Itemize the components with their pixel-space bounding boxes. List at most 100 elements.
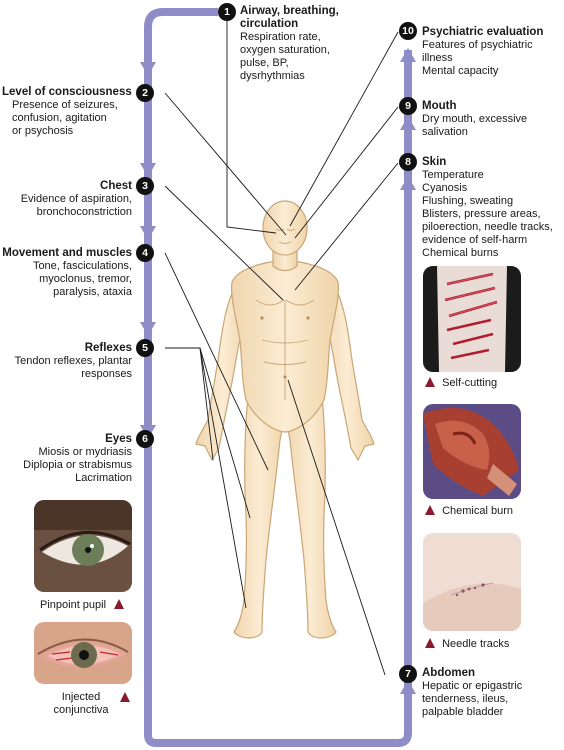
- photo-pinpoint-pupil: [34, 500, 132, 592]
- marker-triangle-icon: [114, 599, 125, 609]
- step-line: Miosis or mydriasis: [38, 446, 132, 458]
- step-title: Skin: [422, 156, 447, 168]
- leader-line-7: [287, 379, 386, 676]
- marker-triangle-icon: [425, 638, 435, 648]
- caption-self-cutting: Self-cutting: [425, 377, 497, 390]
- caption-text: Needle tracks: [442, 638, 510, 650]
- step-title: Mouth: [422, 100, 457, 112]
- step-title: Reflexes: [84, 342, 132, 354]
- step-title: Airway, breathing,: [240, 5, 339, 17]
- body-details: [255, 228, 315, 400]
- step-line: bronchoconstriction: [36, 206, 132, 218]
- step-line: paralysis, ataxia: [53, 286, 132, 298]
- leader-line-5c: [199, 347, 247, 609]
- step-reflexes: Reflexes Tendon reflexes, plantar respon…: [2, 342, 132, 381]
- step-title: Abdomen: [422, 667, 476, 679]
- marker-triangle-icon: [120, 692, 130, 702]
- step-line: illness: [422, 52, 453, 64]
- step-psychiatric: Psychiatric evaluation Features of psych…: [422, 26, 562, 78]
- step-line: myoclonus, tremor,: [39, 273, 132, 285]
- photo-injected-conjunctiva: [34, 622, 132, 684]
- step-title: Eyes: [105, 433, 132, 445]
- step-line: palpable bladder: [422, 706, 504, 718]
- photo-self-cutting: [423, 266, 521, 372]
- step-badge-5: 5: [136, 339, 154, 357]
- step-eyes: Eyes Miosis or mydriasis Diplopia or str…: [2, 433, 132, 485]
- caption-text: Pinpoint pupil: [40, 599, 107, 611]
- step-title: Psychiatric evaluation: [422, 26, 544, 38]
- step-line: Cyanosis: [422, 182, 468, 194]
- caption-text: Chemical burn: [442, 505, 513, 517]
- step-line: Respiration rate,: [240, 31, 321, 43]
- caption-text: Self-cutting: [442, 377, 498, 389]
- step-badge-2: 2: [136, 84, 154, 102]
- step-badge-6: 6: [136, 430, 154, 448]
- step-line: Mental capacity: [422, 65, 499, 77]
- step-title-cont: circulation: [240, 18, 299, 30]
- step-badge-3: 3: [136, 177, 154, 195]
- step-badge-4: 4: [136, 244, 154, 262]
- step-line: Diplopia or strabismus: [23, 459, 132, 471]
- photo-needle-tracks: [423, 533, 521, 631]
- step-line: pulse, BP,: [240, 57, 289, 69]
- step-line: Dry mouth, excessive: [422, 113, 528, 125]
- leader-lines: [164, 20, 399, 676]
- step-title: Level of consciousness: [2, 86, 132, 98]
- step-line: confusion, agitation: [12, 112, 107, 124]
- human-body-figure: [195, 200, 375, 639]
- step-movement: Movement and muscles Tone, fasciculation…: [2, 247, 132, 299]
- step-line: Hepatic or epigastric: [422, 680, 523, 692]
- step-line: Evidence of aspiration,: [20, 193, 132, 205]
- step-title: Movement and muscles: [2, 247, 132, 259]
- step-line: Tone, fasciculations,: [32, 260, 132, 272]
- caption-chemical-burn: Chemical burn: [425, 505, 513, 518]
- step-line: Flushing, sweating: [422, 195, 514, 207]
- step-line: salivation: [422, 126, 468, 138]
- caption-text: Injected: [61, 691, 101, 703]
- leader-line-9: [294, 106, 399, 239]
- caption-pinpoint-pupil: Pinpoint pupil: [40, 599, 125, 612]
- step-title: Chest: [100, 180, 132, 192]
- step-chest: Chest Evidence of aspiration, bronchocon…: [2, 180, 132, 219]
- caption-needle-tracks: Needle tracks: [425, 638, 509, 651]
- step-line: Temperature: [422, 169, 484, 181]
- step-badge-9: 9: [399, 97, 417, 115]
- leader-line-2: [164, 92, 287, 236]
- step-badge-8: 8: [399, 153, 417, 171]
- step-line: responses: [81, 368, 132, 380]
- step-line: tenderness, ileus,: [422, 693, 509, 705]
- marker-triangle-icon: [425, 505, 435, 515]
- step-line: Blisters, pressure areas,: [422, 208, 541, 220]
- step-skin: Skin Temperature Cyanosis Flushing, swea…: [422, 156, 562, 260]
- leader-line-1: [226, 20, 277, 234]
- step-badge-10: 10: [399, 22, 417, 40]
- leader-line-8: [294, 162, 399, 291]
- caption-text-cont: conjunctiva: [53, 704, 109, 716]
- leader-line-10: [289, 31, 399, 227]
- leader-line-4: [164, 252, 269, 471]
- step-line: Presence of seizures,: [12, 99, 118, 111]
- step-line: or psychosis: [12, 125, 74, 137]
- caption-injected-conjunctiva: Injected conjunctiva: [50, 691, 112, 717]
- leader-line-5b: [199, 347, 214, 461]
- body-markings: [260, 316, 310, 379]
- step-badge-7: 7: [399, 665, 417, 683]
- step-abdomen: Abdomen Hepatic or epigastric tenderness…: [422, 667, 562, 719]
- step-line: Features of psychiatric: [422, 39, 533, 51]
- step-line: oxygen saturation,: [240, 44, 330, 56]
- photo-chemical-burn: [423, 404, 521, 499]
- marker-triangle-icon: [425, 377, 435, 387]
- assessment-loop: [144, 8, 412, 747]
- step-line: dysrhythmias: [240, 70, 305, 82]
- leader-line-3: [164, 185, 284, 301]
- step-mouth: Mouth Dry mouth, excessive salivation: [422, 100, 562, 139]
- step-line: Chemical burns: [422, 247, 499, 259]
- step-line: Lacrimation: [75, 472, 132, 484]
- step-line: piloerection, needle tracks,: [422, 221, 553, 233]
- step-line: evidence of self-harm: [422, 234, 528, 246]
- step-badge-1: 1: [218, 3, 236, 21]
- step-consciousness: Level of consciousness Presence of seizu…: [2, 86, 134, 138]
- step-airway: Airway, breathing, circulation Respirati…: [240, 5, 375, 83]
